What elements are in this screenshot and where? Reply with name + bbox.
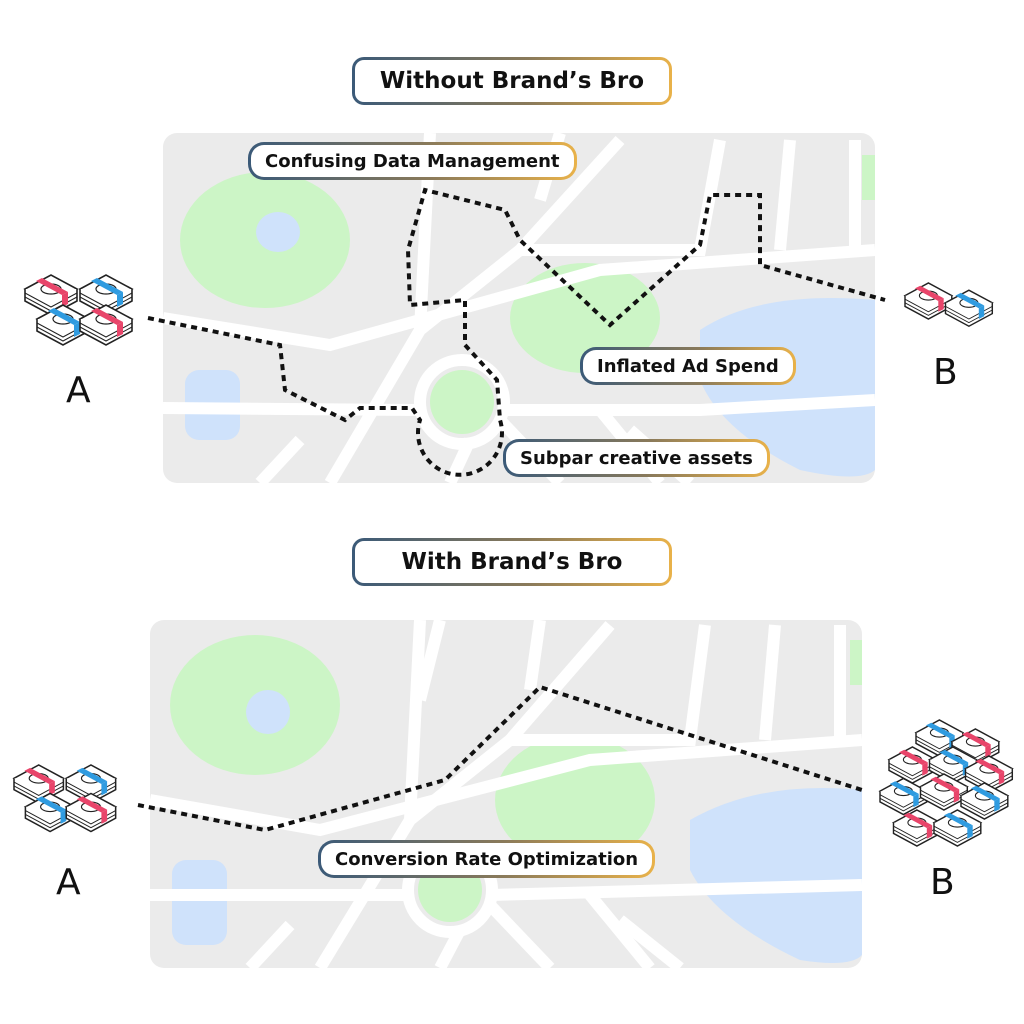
section-title-with: With Brand’s Bro — [352, 538, 672, 586]
point-b-label: B — [930, 862, 955, 903]
section-title-without: Without Brand’s Bro — [352, 57, 672, 105]
label-subpar-creative-assets: Subpar creative assets — [503, 439, 770, 477]
point-a-label: A — [66, 370, 91, 411]
roundabout-park — [430, 370, 494, 434]
point-a-label: A — [56, 862, 81, 903]
map-with — [137, 618, 863, 973]
park — [495, 735, 655, 865]
money-stack-a-bottom — [14, 765, 116, 832]
roads — [148, 618, 863, 973]
pond — [246, 690, 290, 734]
label-inflated-ad-spend: Inflated Ad Spend — [580, 347, 796, 385]
lake — [700, 298, 875, 477]
label-confusing-data-management: Confusing Data Management — [248, 142, 577, 180]
money-stack-b-bottom — [880, 720, 1012, 846]
lake — [690, 788, 862, 964]
map-without — [147, 131, 886, 488]
route-path — [137, 684, 863, 833]
money-stack-a-top — [25, 275, 132, 345]
roads — [162, 131, 876, 488]
route-path — [147, 187, 886, 477]
label-conversion-rate-optimization: Conversion Rate Optimization — [318, 840, 655, 878]
point-b-label: B — [933, 352, 958, 393]
pond — [256, 212, 300, 252]
money-stack-b-top — [905, 283, 992, 326]
